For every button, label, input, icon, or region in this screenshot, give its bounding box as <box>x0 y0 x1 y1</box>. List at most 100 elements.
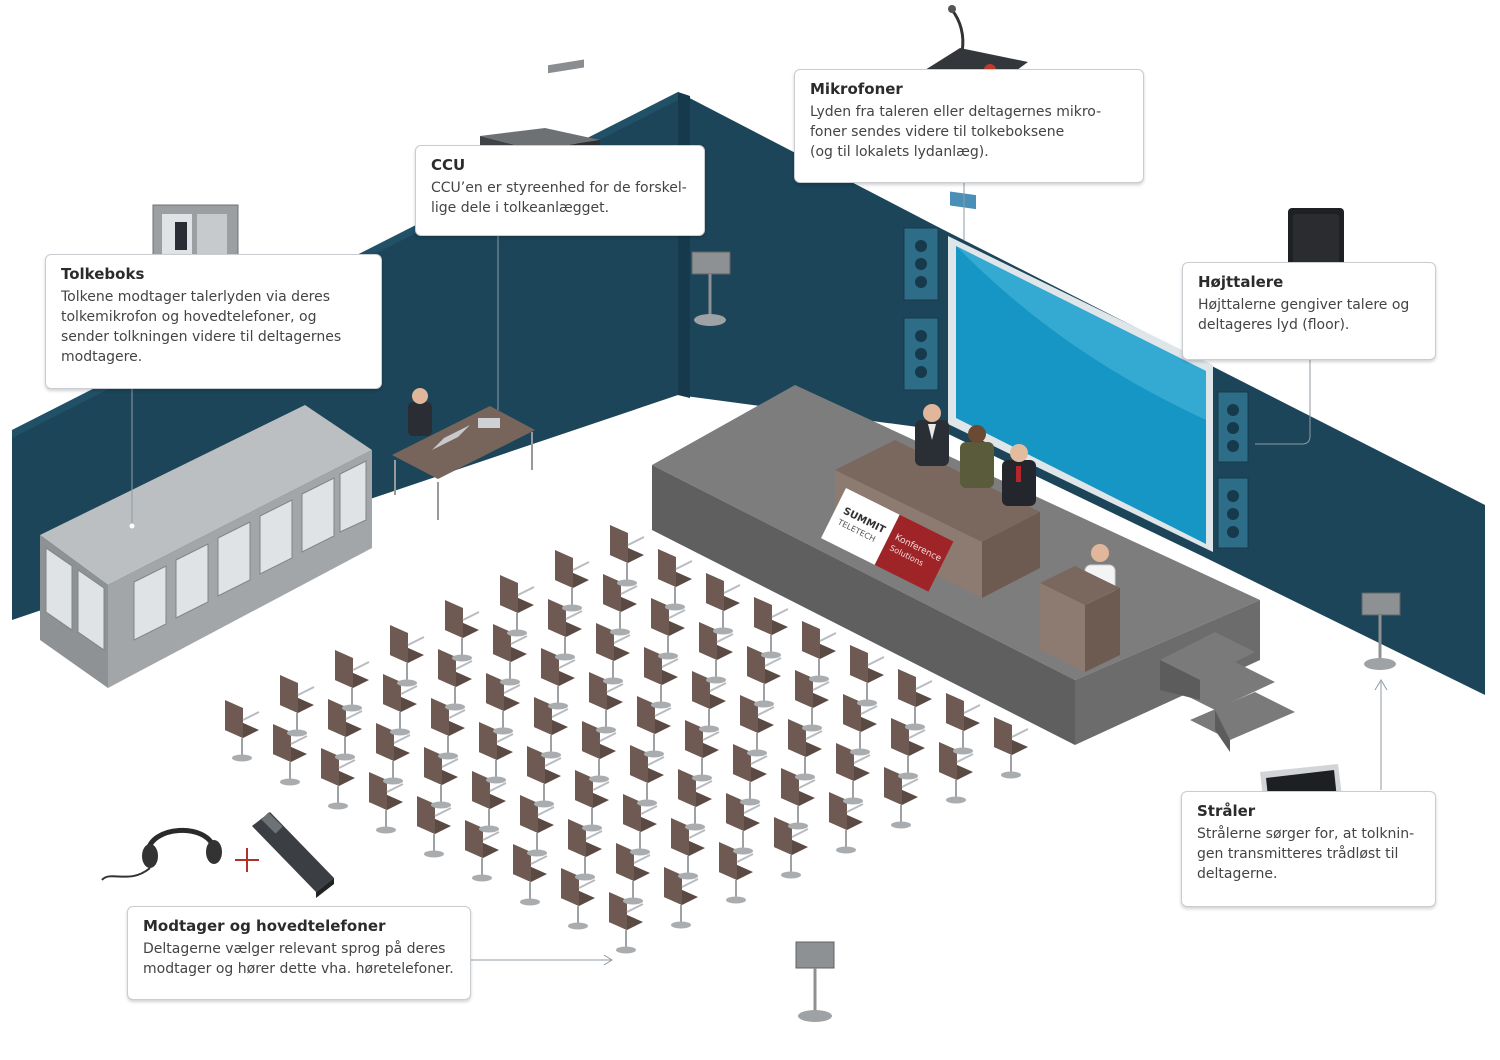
callout-ccu: CCU CCU’en er styreenhed for de forskel-… <box>415 145 705 236</box>
radiator-stand-front <box>795 941 835 1022</box>
audience-chairs <box>225 525 1029 954</box>
stage-front <box>652 465 1075 745</box>
audience-chair <box>273 724 308 786</box>
audience-chair <box>513 844 548 906</box>
audience-chair <box>706 573 741 635</box>
wall-speakers-left <box>903 227 939 391</box>
audience-chair <box>438 649 473 711</box>
audience-chair <box>946 693 981 755</box>
audience-chair <box>616 843 651 905</box>
audience-chair <box>472 771 507 833</box>
audience-chair <box>651 598 686 660</box>
audience-chair <box>747 646 782 708</box>
audience-chair <box>527 746 562 808</box>
callout-straler: Stråler Strålerne sørger for, at tolknin… <box>1181 791 1436 907</box>
audience-chair <box>610 525 645 587</box>
callout-straler-title: Stråler <box>1197 802 1256 820</box>
audience-chair <box>555 550 590 612</box>
callout-mikrofoner-title: Mikrofoner <box>810 80 903 98</box>
callout-mikrofoner: Mikrofoner Lyden fra taleren eller delta… <box>794 69 1144 183</box>
audience-chair <box>671 818 706 880</box>
callout-hojttalere: Højttalere Højttalerne gengiver talere o… <box>1182 262 1436 360</box>
audience-chair <box>603 574 638 636</box>
audience-chair <box>740 695 775 757</box>
audience-chair <box>788 719 823 781</box>
audience-chair <box>802 621 837 683</box>
panelist-left <box>915 404 949 466</box>
callout-tolkeboks: Tolkeboks Tolkene modtager talerlyden vi… <box>45 254 382 389</box>
audience-chair <box>795 670 830 732</box>
audience-chair <box>843 694 878 756</box>
panelist-right <box>1002 444 1036 506</box>
audience-chair <box>390 625 425 687</box>
audience-chair <box>884 767 919 829</box>
stage-stairs <box>1160 632 1295 752</box>
audience-chair <box>829 792 864 854</box>
audience-chair <box>376 723 411 785</box>
callout-connector-lines <box>129 183 1388 966</box>
callout-tolkeboks-text: Tolkene modtager talerlyden via deres to… <box>61 289 342 365</box>
audience-chair <box>534 697 569 759</box>
callout-modtager-text: Deltagerne vælger relevant sprog på dere… <box>143 941 454 977</box>
headphones-icon <box>101 827 222 881</box>
audience-chair <box>891 718 926 780</box>
callout-straler-text: Strålerne sørger for, at tolknin- gen tr… <box>1197 826 1415 882</box>
audience-chair <box>321 748 356 810</box>
radiator-stand-right <box>1361 592 1401 670</box>
audience-chair <box>609 892 644 954</box>
receiver-icon <box>252 812 334 898</box>
callout-ccu-text: CCU’en er styreenhed for de forskel- lig… <box>431 180 687 216</box>
projection-screen <box>956 246 1206 544</box>
audience-chair <box>486 673 521 735</box>
callout-tolkeboks-title: Tolkeboks <box>61 265 145 283</box>
audience-chair <box>479 722 514 784</box>
audience-chair <box>664 867 699 929</box>
audience-chair <box>774 817 809 879</box>
audience-chair <box>280 675 315 737</box>
audience-chair <box>994 717 1029 779</box>
audience-chair <box>328 699 363 761</box>
callout-modtager-title: Modtager og hovedtelefoner <box>143 917 386 935</box>
audience-chair <box>781 768 816 830</box>
audience-chair <box>596 623 631 685</box>
audience-chair <box>623 794 658 856</box>
audience-chair <box>699 622 734 684</box>
technician-desk <box>392 388 535 520</box>
callout-ccu-title: CCU <box>431 156 466 174</box>
callout-modtager: Modtager og hovedtelefoner Deltagerne væ… <box>127 906 471 1000</box>
audience-chair <box>658 549 693 611</box>
audience-chair <box>500 575 535 637</box>
audience-chair <box>630 745 665 807</box>
audience-chair <box>424 747 459 809</box>
audience-chair <box>520 795 555 857</box>
right-wall-shade <box>678 92 690 398</box>
audience-chair <box>836 743 871 805</box>
audience-chair <box>733 744 768 806</box>
audience-chair <box>726 793 761 855</box>
audience-chair <box>541 648 576 710</box>
audience-chair <box>575 770 610 832</box>
radiator-stand-back <box>691 251 731 326</box>
audience-chair <box>561 868 596 930</box>
audience-chair <box>335 650 370 712</box>
audience-chair <box>939 742 974 804</box>
callout-hojttalere-text: Højttalerne gengiver talere og deltagere… <box>1198 297 1410 333</box>
screen-glare <box>956 246 1206 420</box>
audience-chair <box>850 645 885 707</box>
audience-chair <box>465 820 500 882</box>
audience-chair <box>685 720 720 782</box>
panelist-middle <box>960 425 994 488</box>
audience-chair <box>431 698 466 760</box>
audience-chair <box>637 696 672 758</box>
callout-hojttalere-title: Højttalere <box>1198 273 1284 291</box>
audience-chair <box>445 600 480 662</box>
callout-mikrofoner-text: Lyden fra taleren eller deltagernes mikr… <box>810 104 1102 160</box>
audience-chair <box>225 700 260 762</box>
audience-chair <box>644 647 679 709</box>
audience-chair <box>582 721 617 783</box>
wall-speakers-right <box>1217 391 1249 549</box>
audience-chair <box>383 674 418 736</box>
audience-chair <box>678 769 713 831</box>
interpreter-booth <box>40 405 372 688</box>
